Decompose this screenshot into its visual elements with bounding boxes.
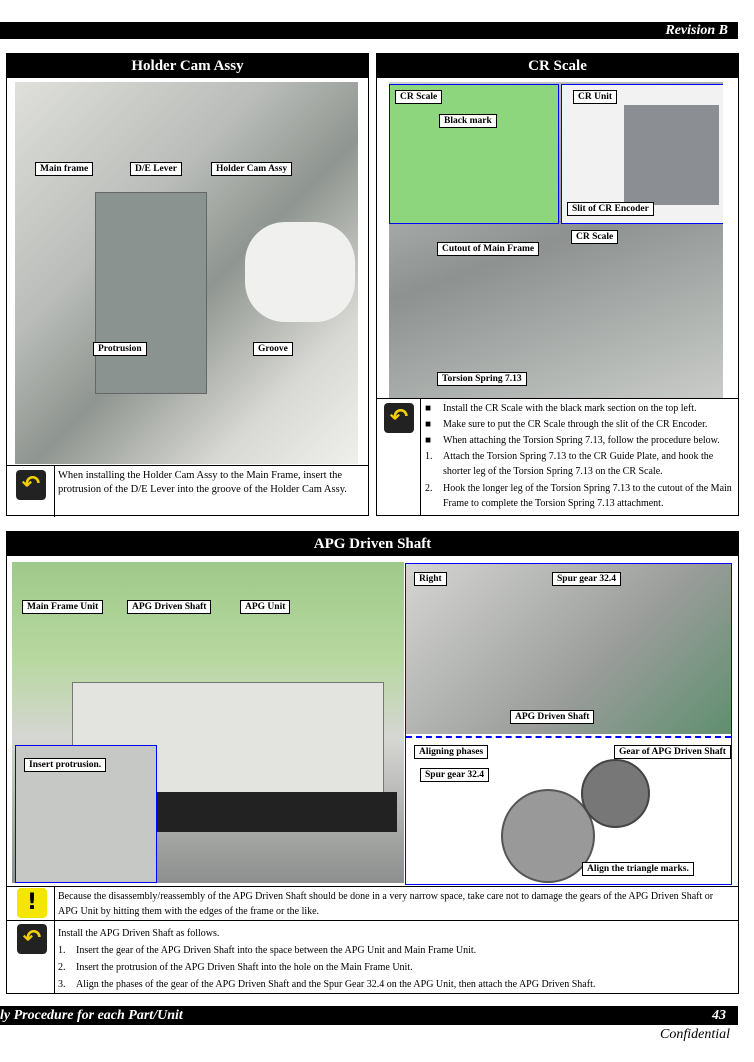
revision-label: Revision B — [665, 23, 728, 38]
holder-cam-photo: Main frame D/E Lever Holder Cam Assy Pro… — [15, 82, 358, 464]
label: CR Scale — [395, 90, 443, 104]
label: Torsion Spring 7.13 — [437, 372, 527, 386]
reassembly-icon: ↶ — [17, 924, 47, 954]
label: Groove — [253, 342, 293, 356]
footer-bar: ly Procedure for each Part/Unit 43 — [0, 1006, 738, 1025]
label: D/E Lever — [130, 162, 182, 176]
label: CR Scale — [571, 230, 619, 244]
panel-title: APG Driven Shaft — [7, 532, 738, 556]
label: Slit of CR Encoder — [567, 202, 654, 216]
section-title: ly Procedure for each Part/Unit — [0, 1008, 183, 1023]
label: Insert protrusion. — [24, 758, 107, 772]
apg-main-photo: Main Frame Unit APG Driven Shaft APG Uni… — [12, 562, 404, 883]
apg-driven-shaft-panel: APG Driven Shaft Main Frame Unit APG Dri… — [6, 531, 739, 994]
label: Cutout of Main Frame — [437, 242, 540, 256]
cr-scale-panel: CR Scale CR Scale Black mark CR Unit Sli… — [376, 53, 739, 516]
header-bar: Revision B — [0, 22, 738, 39]
page-number: 43 — [712, 1008, 726, 1023]
cr-scale-photo: CR Scale Black mark CR Unit Slit of CR E… — [389, 82, 723, 398]
reassembly-icon: ↶ — [384, 403, 414, 433]
label: Right — [414, 572, 447, 586]
label: APG Unit — [240, 600, 291, 614]
caution-text: Because the disassembly/reassembly of th… — [58, 891, 714, 917]
install-notes: Install the APG Driven Shaft as follows.… — [58, 928, 596, 990]
label: Spur gear 32.4 — [552, 572, 622, 586]
label: Protrusion — [93, 342, 147, 356]
cr-unit-inset — [561, 84, 723, 224]
label: Main frame — [35, 162, 94, 176]
label: Main Frame Unit — [22, 600, 104, 614]
panel-title: Holder Cam Assy — [7, 54, 368, 78]
confidential-label: Confidential — [660, 1027, 730, 1042]
label: Align the triangle marks. — [582, 862, 694, 876]
label: APG Driven Shaft — [510, 710, 595, 724]
label: Holder Cam Assy — [211, 162, 293, 176]
cr-scale-inset — [389, 84, 559, 224]
note-text: When installing the Holder Cam Assy to t… — [58, 470, 347, 495]
label: Gear of APG Driven Shaft — [614, 745, 731, 759]
holder-cam-panel: Holder Cam Assy Main frame D/E Lever Hol… — [6, 53, 369, 517]
panel-title: CR Scale — [377, 54, 738, 78]
caution-icon: ! — [17, 888, 47, 918]
apg-detail-photo: Right Spur gear 32.4 APG Driven Shaft Al… — [405, 563, 732, 885]
label: APG Driven Shaft — [127, 600, 212, 614]
label: Black mark — [439, 114, 497, 128]
label: Aligning phases — [414, 745, 489, 759]
label: CR Unit — [573, 90, 618, 104]
reassembly-icon: ↶ — [16, 470, 46, 500]
cr-scale-notes: ■Install the CR Scale with the black mar… — [425, 403, 732, 509]
label: Spur gear 32.4 — [420, 768, 490, 782]
